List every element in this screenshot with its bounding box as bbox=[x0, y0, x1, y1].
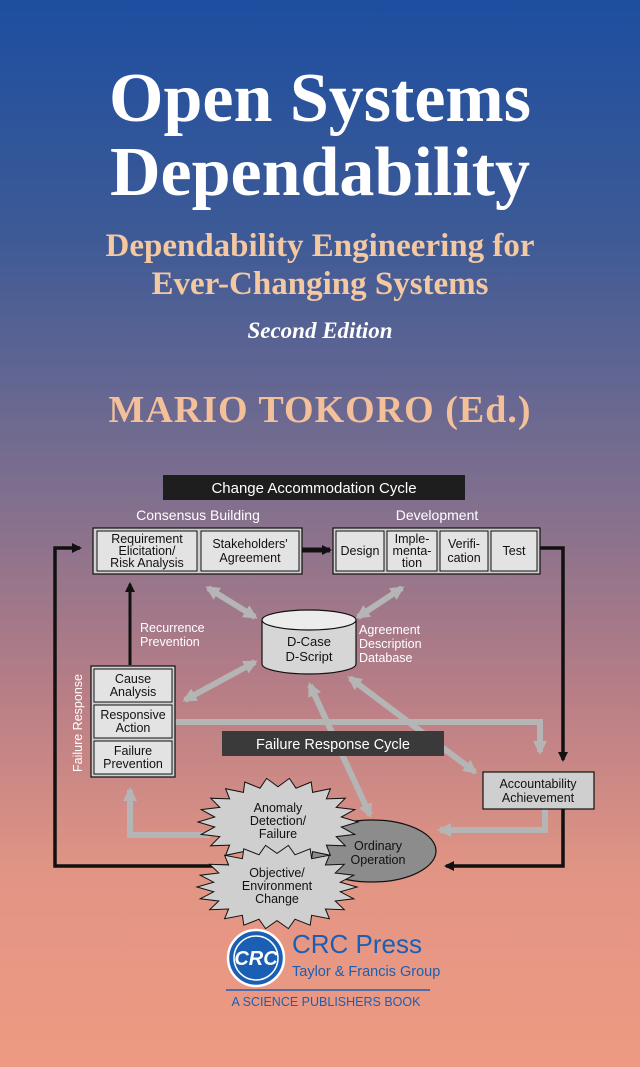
responsive-action-box bbox=[93, 704, 173, 739]
acc-line-2: Achievement bbox=[502, 791, 575, 805]
gray-arrow-accountability-to-ordinary bbox=[437, 808, 548, 837]
obj-line-3: Change bbox=[255, 892, 299, 906]
ord-line-2: Operation bbox=[351, 853, 406, 867]
title-line-2: Dependability bbox=[109, 134, 531, 211]
verification-box bbox=[439, 530, 489, 572]
outer-cycle-loop bbox=[53, 543, 320, 868]
anom-line-1: Anomaly bbox=[254, 801, 303, 815]
ordinary-return-arrow bbox=[444, 805, 565, 871]
req-line-3: Risk Analysis bbox=[110, 556, 184, 570]
stakeholders-box bbox=[200, 530, 300, 572]
obj-line-1: Objective/ bbox=[249, 866, 305, 880]
anom-line-3: Failure bbox=[259, 827, 297, 841]
ord-line-1: Ordinary bbox=[354, 839, 403, 853]
test-label: Test bbox=[503, 544, 526, 558]
db-line-2: Description bbox=[359, 637, 422, 651]
publisher-group: Taylor & Francis Group bbox=[292, 964, 440, 980]
gray-arrow-responsive-to-accountability bbox=[172, 719, 547, 755]
obj-line-2: Environment bbox=[242, 879, 313, 893]
publisher-name: CRC Press bbox=[292, 929, 422, 959]
crc-logo bbox=[226, 928, 286, 988]
impl-line-2: menta- bbox=[393, 544, 432, 558]
req-line-2: Elicitation/ bbox=[119, 544, 176, 558]
anom-line-2: Detection/ bbox=[250, 814, 307, 828]
change-cycle-banner bbox=[163, 475, 465, 500]
dcase-database bbox=[261, 609, 357, 675]
subtitle-line-2: Ever-Changing Systems bbox=[151, 266, 489, 302]
impl-line-1: Imple- bbox=[395, 532, 430, 546]
verif-line-2: cation bbox=[447, 551, 480, 565]
cause-line-1: Cause bbox=[115, 672, 151, 686]
db-line-3: Database bbox=[359, 651, 413, 665]
objective-starburst bbox=[195, 844, 359, 930]
failure-cycle-banner bbox=[222, 731, 444, 756]
publisher-imprint: A SCIENCE PUBLISHERS BOOK bbox=[232, 995, 422, 1009]
dev-to-accountability-arrow bbox=[540, 546, 568, 762]
stake-line-1: Stakeholders' bbox=[212, 537, 287, 551]
failure-prevention-box bbox=[93, 740, 173, 775]
resp-line-1: Responsive bbox=[100, 708, 165, 722]
db-line-1: Agreement bbox=[359, 623, 421, 637]
test-box bbox=[490, 530, 538, 572]
consensus-heading: Consensus Building bbox=[136, 507, 260, 523]
failure-response-vertical: Failure Response bbox=[71, 674, 85, 772]
gray-arrow-dcase-to-cause bbox=[182, 659, 258, 703]
acc-line-1: Accountability bbox=[499, 777, 577, 791]
recurrence-line-1: Recurrence bbox=[140, 621, 205, 635]
stake-line-2: Agreement bbox=[219, 551, 281, 565]
failure-cycle-label: Failure Response Cycle bbox=[256, 737, 410, 753]
edition: Second Edition bbox=[247, 318, 393, 343]
impl-line-3: tion bbox=[402, 556, 422, 570]
recurrence-line-2: Prevention bbox=[140, 635, 200, 649]
requirement-box bbox=[96, 530, 198, 572]
dcase-line-2: D-Script bbox=[286, 649, 333, 664]
design-label: Design bbox=[341, 544, 380, 558]
change-cycle-label: Change Accommodation Cycle bbox=[211, 480, 416, 497]
subtitle-line-1: Dependability Engineering for bbox=[105, 228, 535, 264]
cause-analysis-box bbox=[93, 668, 173, 703]
fprev-line-1: Failure bbox=[114, 744, 152, 758]
req-line-1: Requirement bbox=[111, 532, 183, 546]
resp-line-2: Action bbox=[116, 721, 151, 735]
fprev-line-2: Prevention bbox=[103, 757, 163, 771]
gray-arrow-dcase-to-development bbox=[355, 585, 405, 620]
design-box bbox=[335, 530, 385, 572]
anomaly-starburst bbox=[196, 777, 360, 867]
crc-logo-text: CRC bbox=[234, 948, 278, 970]
author: MARIO TOKORO (Ed.) bbox=[108, 389, 532, 431]
accountability-box bbox=[482, 771, 595, 810]
gray-arrow-anomaly-to-prevention bbox=[123, 787, 210, 838]
verif-line-1: Verifi- bbox=[448, 537, 480, 551]
gray-arrow-dcase-to-stakeholders bbox=[205, 585, 258, 620]
development-heading: Development bbox=[396, 507, 479, 523]
implementation-box bbox=[386, 530, 438, 572]
dcase-line-1: D-Case bbox=[287, 634, 331, 649]
cause-line-2: Analysis bbox=[110, 685, 157, 699]
title-line-1: Open Systems bbox=[109, 60, 531, 137]
